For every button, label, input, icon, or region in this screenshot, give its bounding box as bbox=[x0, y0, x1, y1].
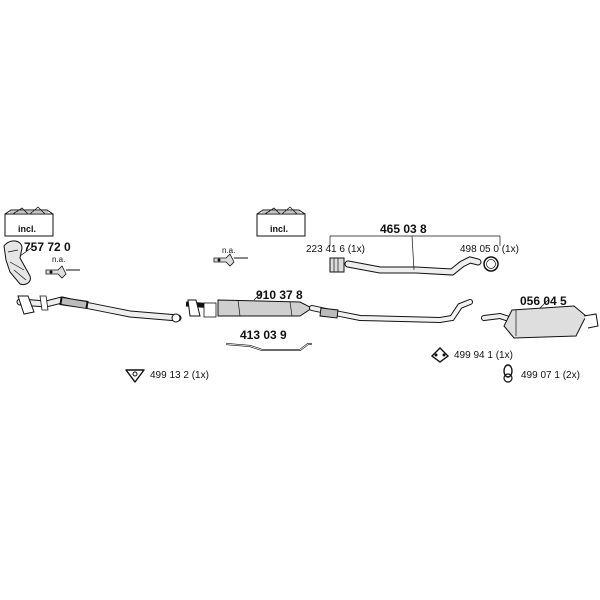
part-number-mount-b: 499 07 1 (2x) bbox=[521, 370, 580, 381]
catalytic-converter bbox=[3, 240, 35, 285]
rod bbox=[225, 343, 312, 351]
rubber-mount-icon bbox=[430, 347, 450, 363]
part-number-rod: 413 03 9 bbox=[240, 328, 287, 342]
toolbox-icon bbox=[4, 206, 54, 237]
ring-mount-icon bbox=[503, 364, 513, 383]
part-number-clamp-left: 223 41 6 (1x) bbox=[306, 244, 365, 255]
part-number-clamp-right: 498 05 0 (1x) bbox=[460, 244, 519, 255]
part-number-gasket: 499 13 2 (1x) bbox=[150, 370, 209, 381]
lambda-sensor bbox=[213, 253, 248, 267]
not-applicable-label: n.a. bbox=[222, 246, 236, 255]
ring-clamp bbox=[483, 256, 499, 272]
part-number-intermediate-pipe: 465 03 8 bbox=[380, 222, 427, 236]
lambda-sensor bbox=[45, 265, 80, 279]
center-silencer bbox=[185, 299, 473, 324]
part-number-mount-a: 499 94 1 (1x) bbox=[454, 350, 513, 361]
rear-muffler bbox=[481, 299, 599, 339]
part-number-center-silencer: 910 37 8 bbox=[256, 288, 303, 302]
part-number-catalyst: 757 72 0 bbox=[24, 240, 71, 254]
front-pipe bbox=[16, 295, 182, 323]
gasket-triangle-icon bbox=[125, 369, 145, 383]
incl-label: incl. bbox=[18, 224, 37, 234]
toolbox-icon bbox=[256, 206, 306, 237]
not-applicable-label: n.a. bbox=[52, 255, 66, 264]
incl-label: incl. bbox=[270, 224, 289, 234]
pipe-clamp bbox=[329, 257, 345, 273]
intermediate-pipe bbox=[329, 235, 501, 276]
part-number-rear-muffler: 056 04 5 bbox=[520, 294, 567, 308]
